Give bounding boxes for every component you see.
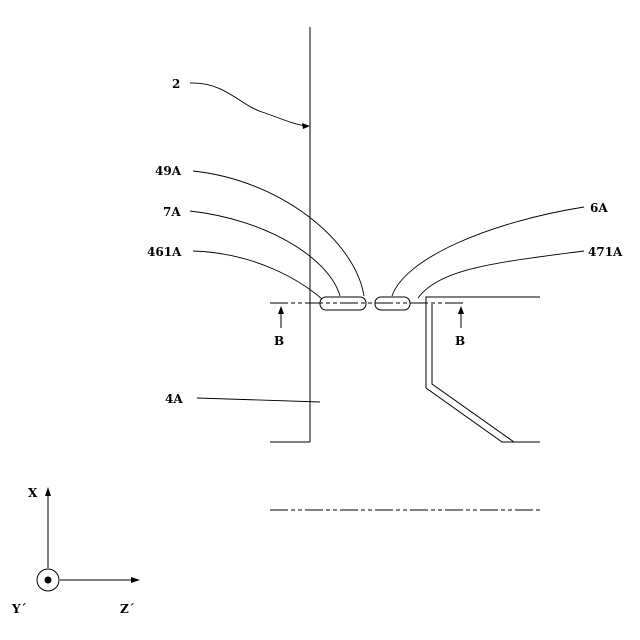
axis-y-dot <box>45 577 52 584</box>
label-49A: 49A <box>155 164 182 178</box>
axis-label-x: X <box>28 486 38 500</box>
axis-label-z: Z´ <box>120 602 135 616</box>
label-2: 2 <box>172 77 180 91</box>
label-section-left: B <box>274 334 284 348</box>
label-7A: 7A <box>163 205 181 219</box>
label-461A: 461A <box>147 245 182 259</box>
axis-z-arrowhead <box>131 577 140 583</box>
axis-x-arrowhead <box>45 487 51 496</box>
leader-2 <box>190 83 306 126</box>
leader-6A <box>392 207 584 296</box>
leader-2-arrowhead <box>302 123 310 129</box>
leader-49A <box>193 171 364 296</box>
leader-461A <box>193 251 322 299</box>
label-471A: 471A <box>588 245 623 259</box>
label-6A: 6A <box>590 201 608 215</box>
section-arrow-right-head <box>458 306 464 314</box>
leader-4A <box>197 398 320 402</box>
section-arrow-left-head <box>278 306 284 314</box>
axis-label-y: Y´ <box>11 602 27 616</box>
label-section-right: B <box>455 334 465 348</box>
label-4A: 4A <box>165 392 183 406</box>
leader-471A <box>418 251 584 298</box>
